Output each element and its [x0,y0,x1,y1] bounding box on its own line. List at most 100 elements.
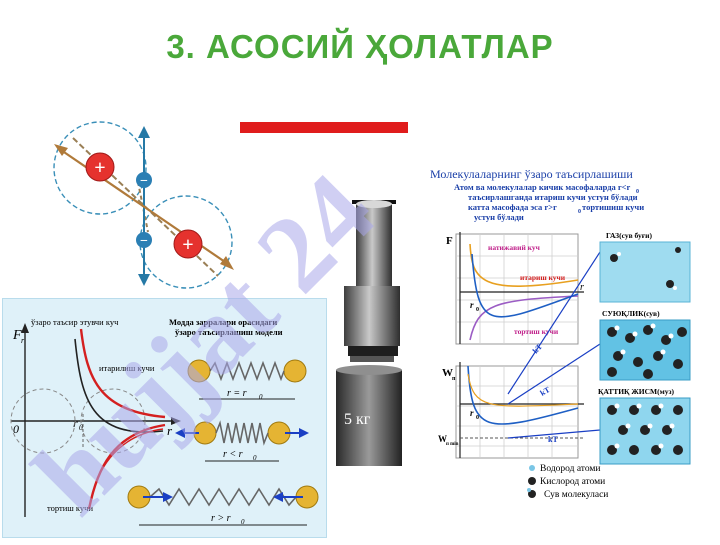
energy-axis-label: W [442,367,453,379]
energy-axis-sub: п [452,376,456,382]
arrow-left-icon [273,492,283,502]
force-r0-sub: 0 [476,307,479,313]
energy-graph-grid [456,366,578,458]
legend-hydrogen: Водород атоми [540,464,601,474]
minus-sign-lower: − [140,234,148,249]
push-curve [469,243,579,287]
solid-label: ҚАТТИҚ ЖИСМ(муз) [598,387,674,396]
gas-label: ГАЗ(сув буғи) [606,231,652,240]
pull-force-label: тортиш кучи [514,327,559,336]
upper-cylinder [356,204,392,286]
force-graph-grid [456,234,578,344]
arrow-right-icon [299,428,309,438]
f-axis-sub: r [21,336,25,345]
slide-title: 3. АСОСИЙ ҲОЛАТЛАР [166,28,554,65]
arrow-up-icon [138,126,150,138]
energy-curve [467,365,579,425]
plus-sign-lower: + [182,234,193,256]
origin-label: 0 [13,422,19,436]
negative-charge-lower [136,232,152,248]
liquid-label: СУЮҚЛИК(сув) [602,309,660,318]
connector [350,356,394,362]
model-title-2: ўзаро таъсирлашиш модели [175,327,283,337]
arrow-right-icon [220,256,234,270]
force-model-panel: F r r 0 r 0 ўзаро таъсир этувчи куч итар… [2,298,327,538]
r0-label: r [73,416,78,430]
wmin-label: W [438,434,447,444]
positive-charge [85,152,115,182]
attraction-curve-thin [96,428,164,480]
arrow-left-icon [54,144,68,156]
text-line-3-tail: тортишиш кучи [582,202,644,212]
repulsion-curve [79,328,166,419]
gt-sub: 0 [241,518,245,526]
r0-sub: 0 [79,423,83,432]
ball-1a [187,359,211,383]
upper-cylinder-top [356,200,392,208]
model-title-1: Модда зарралари орасидаги [169,317,277,327]
red-divider-bar [240,122,412,133]
energy-r0-sub: 0 [476,415,479,421]
liquid-link [507,343,601,405]
energy-curve-alt [467,373,579,407]
positive-charge-lower [173,229,203,259]
eq-sub: 0 [259,393,263,401]
gt-label: r > r [211,513,231,524]
negative-charge-upper [136,172,152,188]
weight-block [336,370,402,466]
pull-curve [469,295,579,341]
energy-r0-label: r [470,408,474,418]
force-model-svg: F r r 0 r 0 ўзаро таъсир этувчи куч итар… [10,317,319,526]
force-r0-label: r [470,300,474,310]
wmin-sub: п min [446,442,459,447]
dipole-diagram: + − − + [48,104,240,300]
gas-molecules [610,247,681,290]
f-axis-label: F [12,328,22,343]
ball-1b [283,359,307,383]
spring-1 [209,360,285,382]
text-line-3: катта масофада эса r>r [468,202,557,212]
weight-label: 5 кг [344,411,371,428]
spring-2 [215,420,269,446]
middle-cylinder [344,286,400,346]
attraction-curve [87,423,166,510]
plus-sign: + [94,157,105,179]
f-axis-arrow-icon [21,323,29,333]
gas-box [599,241,691,303]
attract-label: ўзаро таъсир этувчи куч [31,317,119,327]
force-r-label: r [580,282,584,293]
arrow-left-icon [175,428,185,438]
legend-water: Сув молекуласи [544,490,608,500]
weight-svg: 5 кг [336,200,402,466]
net-curve [471,253,579,318]
liquid-molecules [607,323,687,379]
lt-sub: 0 [253,454,257,462]
solid-molecules [607,403,683,455]
push-force-label: итариш кучи [520,273,566,282]
attraction-label: тортиш кучи [47,503,93,513]
molecular-interaction-panel: Молекулаларнинг ўзаро таъсирлашиши Атом … [408,104,720,540]
energy-graph-frame [455,365,579,459]
kt-solid-label: kT [548,435,558,444]
text-line-2: таъсирлашганда итариш кучи устун бўлади [468,192,638,202]
r-axis-arrow-icon [171,417,181,425]
arrow-right-icon [163,492,173,502]
text-line-1: Атом ва молекулалар кичик масофаларда r<… [454,182,631,192]
eq-label: r = r [227,388,247,399]
dashed-circle-1 [10,388,76,454]
weight-top [336,365,402,375]
molecular-heading: Молекулаларнинг ўзаро таъсирлашиши [430,167,633,181]
molecular-svg: Молекулаларнинг ўзаро таъсирлашиши Атом … [430,167,691,500]
solid-link [507,429,601,439]
resultant-curve [74,338,164,433]
middle-ring [348,346,398,356]
text-line-4: устун бўлади [474,212,524,222]
dipole-circle-upper [53,121,147,215]
legend-oxygen-dot [528,477,536,485]
text-line-3-sub: 0 [578,209,581,215]
text-line-1-sub: 0 [636,189,639,195]
legend-oxygen: Кислород атоми [540,477,605,487]
force-axis-label: F [446,235,453,247]
bond-dashed-line [137,181,149,233]
arrow-down-icon [138,274,150,286]
